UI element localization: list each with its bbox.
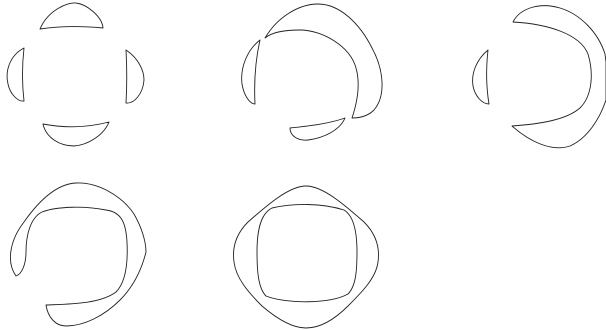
merged-top-right-piece (265, 4, 382, 118)
panel-stage-5 (234, 186, 379, 328)
crescent-right (126, 50, 144, 103)
panel-stage-1 (7, 3, 144, 146)
merged-c-piece (512, 6, 606, 148)
crescent-left (242, 40, 260, 104)
crescent-top (40, 3, 103, 29)
crescent-bottom (43, 122, 109, 146)
crescent-left (473, 50, 489, 104)
crescent-left (7, 48, 24, 101)
panel-stage-3 (473, 6, 606, 148)
ring-inner (257, 204, 357, 301)
panel-stage-4 (10, 183, 146, 326)
crescent-bottom (290, 118, 345, 140)
c-shape-piece (10, 183, 146, 326)
panel-stage-2 (242, 4, 382, 140)
